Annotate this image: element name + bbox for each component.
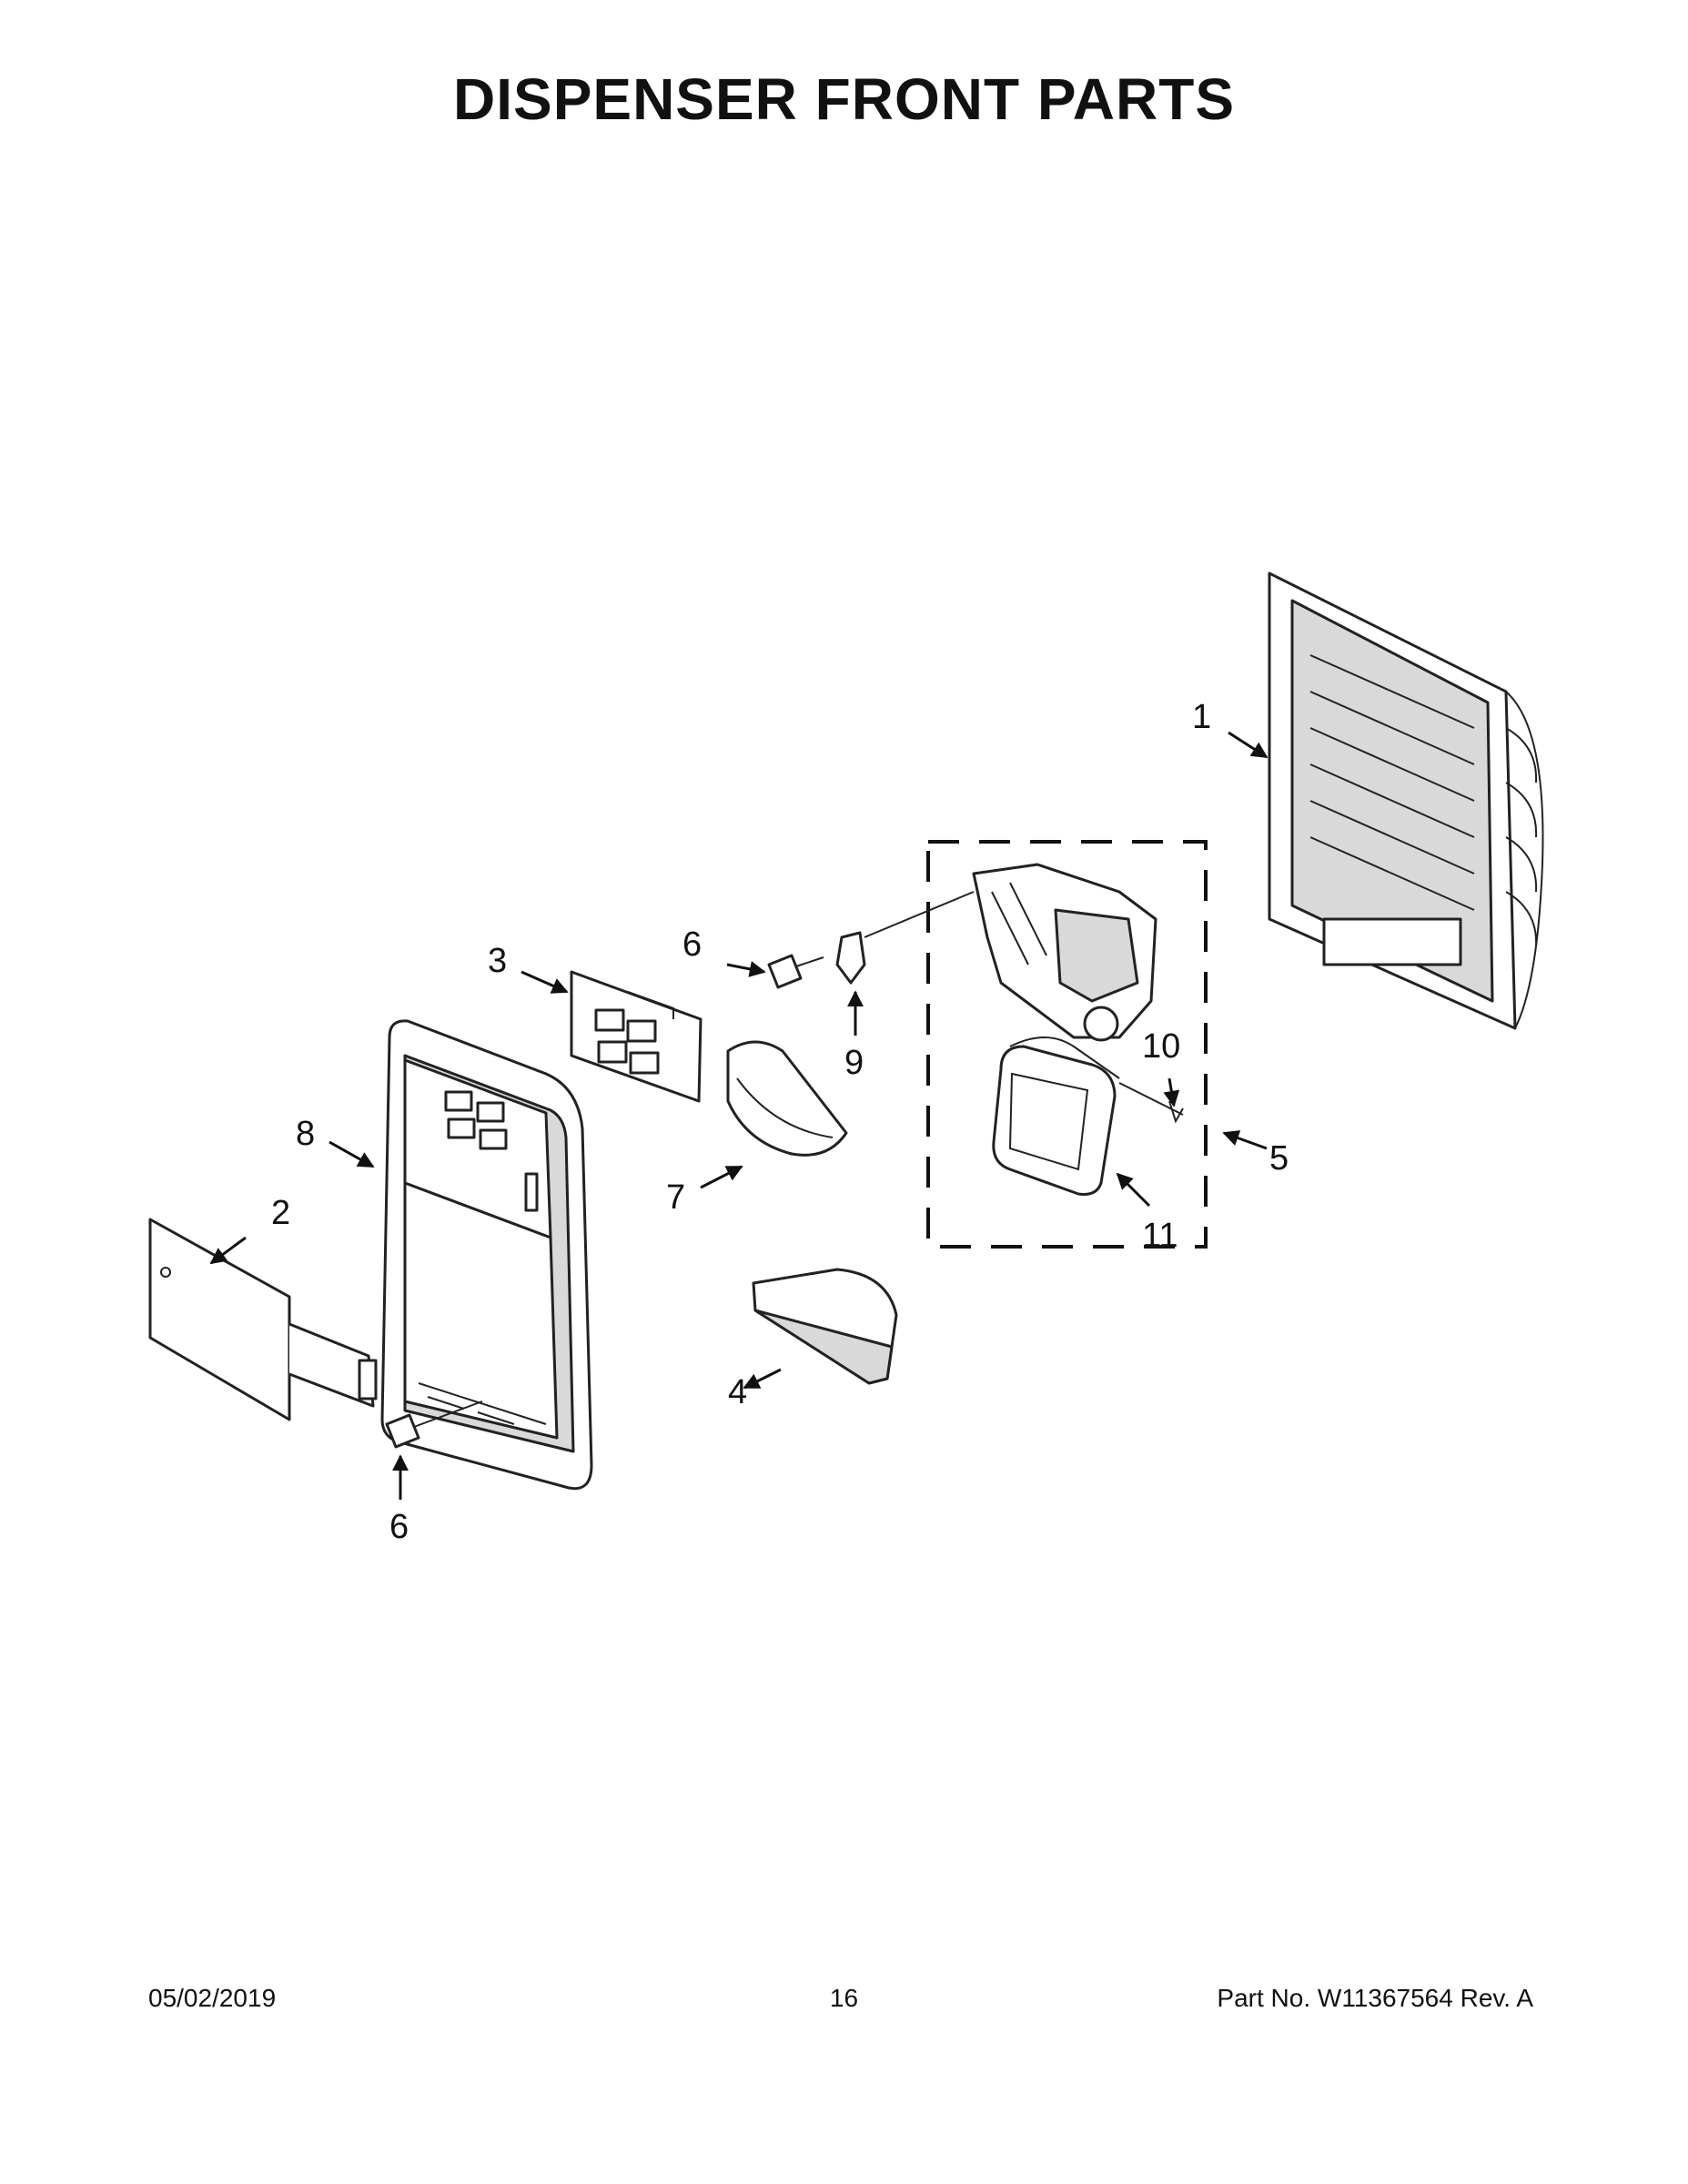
part-11-paddle: [992, 1036, 1120, 1196]
part-4-drip-tray: [752, 1268, 898, 1385]
footer-date: 05/02/2019: [148, 1984, 277, 2012]
callout-5: 5: [1269, 1139, 1289, 1178]
footer-part-number: Part No. W11367564 Rev. A: [1217, 1984, 1533, 2012]
part-6-screw-upper: [767, 954, 824, 989]
callout-6-lower: 6: [389, 1508, 409, 1546]
part-8-dispenser-frame: [380, 1019, 593, 1491]
callout-11: 11: [1142, 1217, 1178, 1255]
part-10-spring: [1118, 1082, 1184, 1124]
leader-lines: [209, 731, 1269, 1500]
page-title: DISPENSER FRONT PARTS: [453, 66, 1235, 132]
callout-4: 4: [728, 1373, 747, 1411]
callout-9: 9: [844, 1044, 864, 1082]
callout-2: 2: [271, 1194, 290, 1232]
callout-6-upper: 6: [682, 925, 702, 964]
part-7-light-lens: [726, 1040, 848, 1157]
callout-10: 10: [1142, 1027, 1180, 1066]
callout-7: 7: [666, 1178, 685, 1217]
assembly-5-outline: [926, 840, 1208, 1249]
part-2-panel: [148, 1218, 378, 1421]
part-1-dispenser-housing: [1268, 571, 1544, 1030]
part-9-clip: [835, 931, 866, 985]
callout-1: 1: [1192, 698, 1211, 736]
callout-8: 8: [296, 1115, 315, 1153]
part-3-control-board: [570, 970, 702, 1103]
part-5-actuator-mechanism: [864, 863, 1157, 1042]
callout-3: 3: [488, 942, 507, 980]
footer-page-number: 16: [829, 1984, 859, 2012]
part-6-screw-lower: [385, 1400, 483, 1449]
